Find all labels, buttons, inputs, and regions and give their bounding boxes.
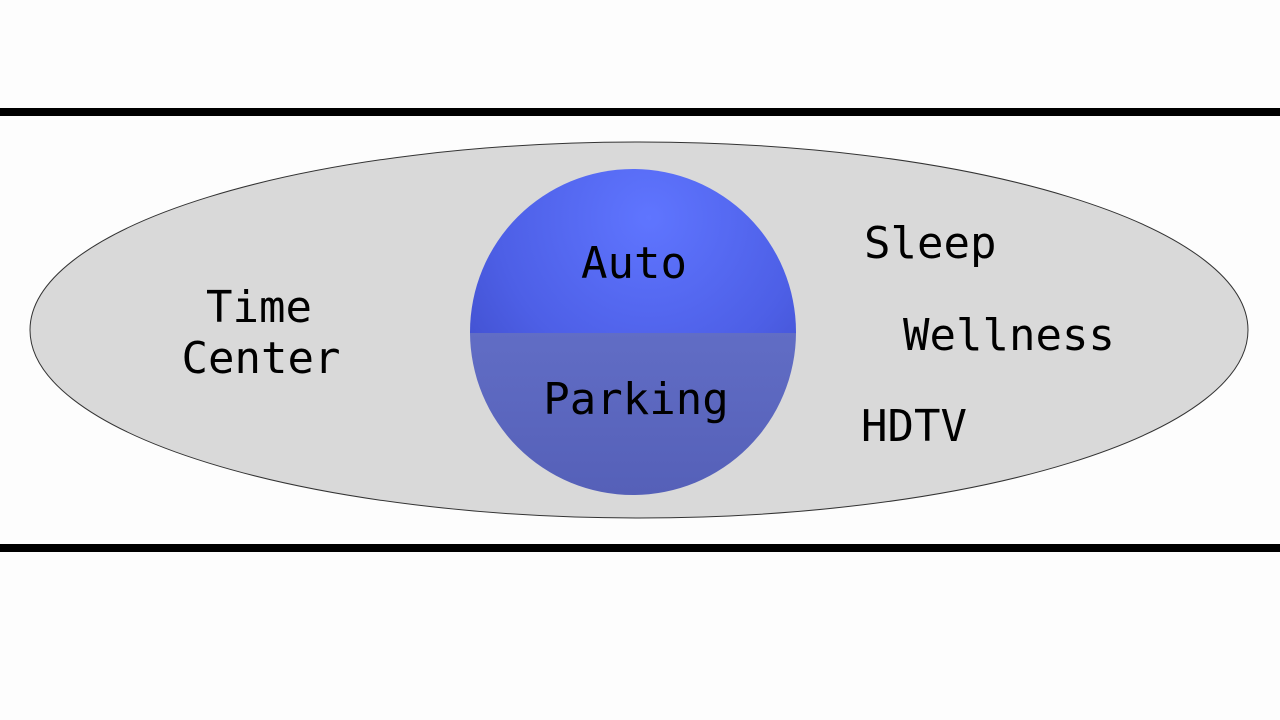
sleep-label: Sleep bbox=[864, 218, 996, 269]
wellness-label: Wellness bbox=[903, 310, 1115, 361]
top-band-line bbox=[0, 108, 1280, 116]
sphere-bottom-half bbox=[470, 333, 796, 495]
time-center-label-line2: Center bbox=[182, 333, 341, 384]
hdtv-label: HDTV bbox=[861, 401, 967, 452]
bottom-band-line bbox=[0, 544, 1280, 552]
time-center-label-line1: Time bbox=[206, 282, 312, 333]
sphere-top-half bbox=[470, 169, 796, 333]
auto-label: Auto bbox=[581, 238, 687, 289]
parking-label: Parking bbox=[543, 374, 728, 425]
